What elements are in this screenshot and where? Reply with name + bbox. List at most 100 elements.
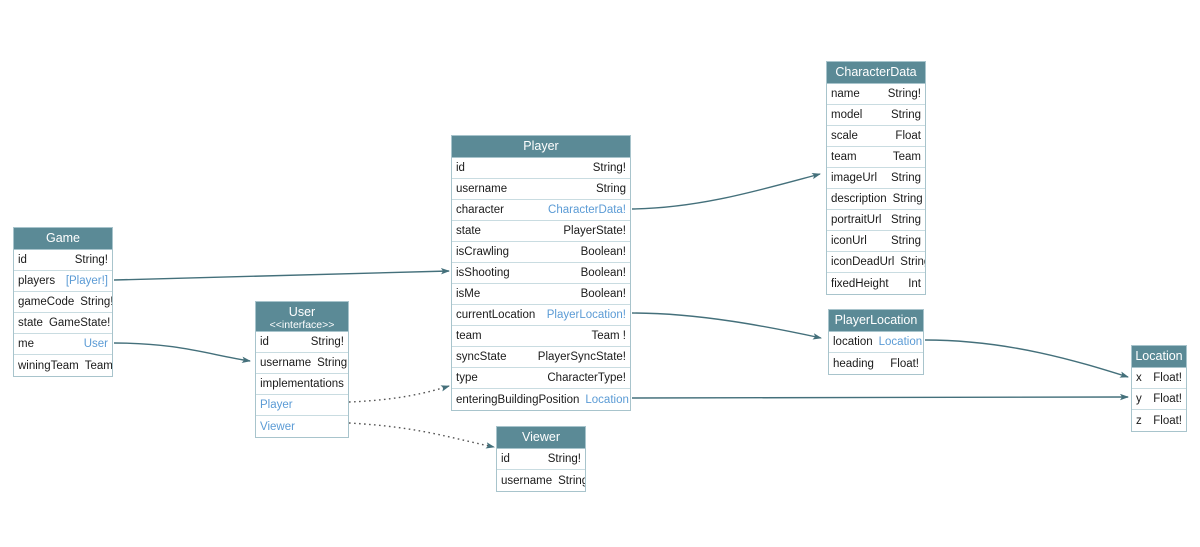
field-row[interactable]: model String (827, 105, 925, 126)
field-name: portraitUrl (831, 214, 882, 226)
field-name: character (456, 204, 504, 216)
field-row[interactable]: team Team (827, 147, 925, 168)
field-row[interactable]: syncState PlayerSyncState! (452, 347, 630, 368)
entity-user-title: User <<interface>> (256, 302, 348, 332)
field-row[interactable]: id String! (497, 449, 585, 470)
field-name: location (833, 336, 873, 348)
field-name: description (831, 193, 887, 205)
field-name: currentLocation (456, 309, 536, 321)
field-type: Boolean! (580, 267, 626, 279)
field-name: isMe (456, 288, 481, 300)
field-row[interactable]: portraitUrl String (827, 210, 925, 231)
field-name: fixedHeight (831, 277, 889, 290)
field-name: iconUrl (831, 235, 867, 247)
field-row[interactable]: description String (827, 189, 925, 210)
field-name: id (260, 336, 269, 348)
edge-player-currentlocation-to-playerlocation (631, 312, 822, 340)
field-type[interactable]: CharacterData! (548, 204, 626, 216)
field-type: Team (892, 151, 921, 163)
field-name: type (456, 372, 478, 384)
field-name: scale (831, 130, 858, 142)
entity-viewer[interactable]: Viewer id String! username String (496, 426, 586, 492)
field-name: id (501, 453, 510, 465)
field-row[interactable]: type CharacterType! (452, 368, 630, 389)
field-type[interactable]: User (83, 338, 108, 350)
field-row[interactable]: scale Float (827, 126, 925, 147)
field-name: x (1136, 372, 1142, 384)
field-name: state (18, 317, 43, 329)
field-row[interactable]: heading Float! (829, 353, 923, 374)
field-row[interactable]: id String! (452, 158, 630, 179)
field-row[interactable]: username String (497, 470, 585, 491)
field-row[interactable]: players [Player!] (14, 271, 112, 292)
entity-player-title: Player (452, 136, 630, 158)
entity-character-data[interactable]: CharacterData name String! model String … (826, 61, 926, 295)
field-row[interactable]: fixedHeight Int (827, 273, 925, 294)
implementation-name: Player (260, 399, 293, 411)
field-row[interactable]: character CharacterData! (452, 200, 630, 221)
field-type: String (890, 172, 921, 184)
field-name: syncState (456, 351, 507, 363)
field-row[interactable]: state GameState! (14, 313, 112, 334)
field-name: gameCode (18, 296, 75, 308)
implementation-name: Viewer (260, 420, 295, 433)
field-name: name (831, 88, 860, 100)
field-row[interactable]: enteringBuildingPosition Location (452, 389, 630, 410)
field-row[interactable]: id String! (256, 332, 348, 353)
entity-player-location[interactable]: PlayerLocation location Location! headin… (828, 309, 924, 375)
field-row[interactable]: z Float! (1132, 410, 1186, 431)
field-name: enteringBuildingPosition (456, 393, 580, 406)
field-name: z (1136, 414, 1142, 427)
field-row[interactable]: location Location! (829, 332, 923, 353)
field-row[interactable]: id String! (14, 250, 112, 271)
field-row[interactable]: name String! (827, 84, 925, 105)
field-type: String (558, 474, 585, 487)
field-row[interactable]: isShooting Boolean! (452, 263, 630, 284)
field-type: String! (74, 254, 108, 266)
field-type: Team (84, 359, 112, 372)
field-row[interactable]: me User (14, 334, 112, 355)
field-type: String (595, 183, 626, 195)
field-name: username (260, 357, 312, 369)
field-type: String! (80, 296, 112, 308)
implementation-player[interactable]: Player (256, 395, 348, 416)
field-row[interactable]: currentLocation PlayerLocation! (452, 305, 630, 326)
field-row[interactable]: winingTeam Team (14, 355, 112, 376)
field-row[interactable]: gameCode String! (14, 292, 112, 313)
field-row[interactable]: y Float! (1132, 389, 1186, 410)
field-type: String! (547, 453, 581, 465)
field-type[interactable]: PlayerLocation! (546, 309, 626, 321)
field-row[interactable]: isMe Boolean! (452, 284, 630, 305)
implementation-viewer[interactable]: Viewer (256, 416, 348, 437)
field-type[interactable]: Location (585, 393, 629, 406)
field-type: Boolean! (580, 288, 626, 300)
field-type: String (317, 357, 348, 369)
entity-game-title: Game (14, 228, 112, 250)
entity-location-title: Location (1132, 346, 1186, 368)
field-type[interactable]: [Player!] (65, 275, 108, 287)
field-type: Int (908, 277, 921, 290)
field-type: String! (592, 162, 626, 174)
field-row[interactable]: imageUrl String (827, 168, 925, 189)
entity-viewer-title: Viewer (497, 427, 585, 449)
field-row[interactable]: state PlayerState! (452, 221, 630, 242)
field-row[interactable]: isCrawling Boolean! (452, 242, 630, 263)
field-name: username (501, 474, 553, 487)
field-name: winingTeam (18, 359, 79, 372)
field-row[interactable]: username String (256, 353, 348, 374)
entity-player[interactable]: Player id String! username String charac… (451, 135, 631, 411)
field-type[interactable]: Location! (878, 336, 923, 348)
entity-game[interactable]: Game id String! players [Player!] gameCo… (13, 227, 113, 377)
field-row[interactable]: iconUrl String (827, 231, 925, 252)
field-row[interactable]: team Team ! (452, 326, 630, 347)
entity-location[interactable]: Location x Float! y Float! z Float! (1131, 345, 1187, 432)
field-name: username (456, 183, 508, 195)
field-name: id (456, 162, 465, 174)
entity-user[interactable]: User <<interface>> id String! username S… (255, 301, 349, 438)
implementations-header: implementations (256, 374, 348, 395)
field-name: model (831, 109, 863, 121)
field-row[interactable]: username String (452, 179, 630, 200)
field-type: Float! (890, 357, 919, 370)
field-row[interactable]: iconDeadUrl String (827, 252, 925, 273)
field-row[interactable]: x Float! (1132, 368, 1186, 389)
